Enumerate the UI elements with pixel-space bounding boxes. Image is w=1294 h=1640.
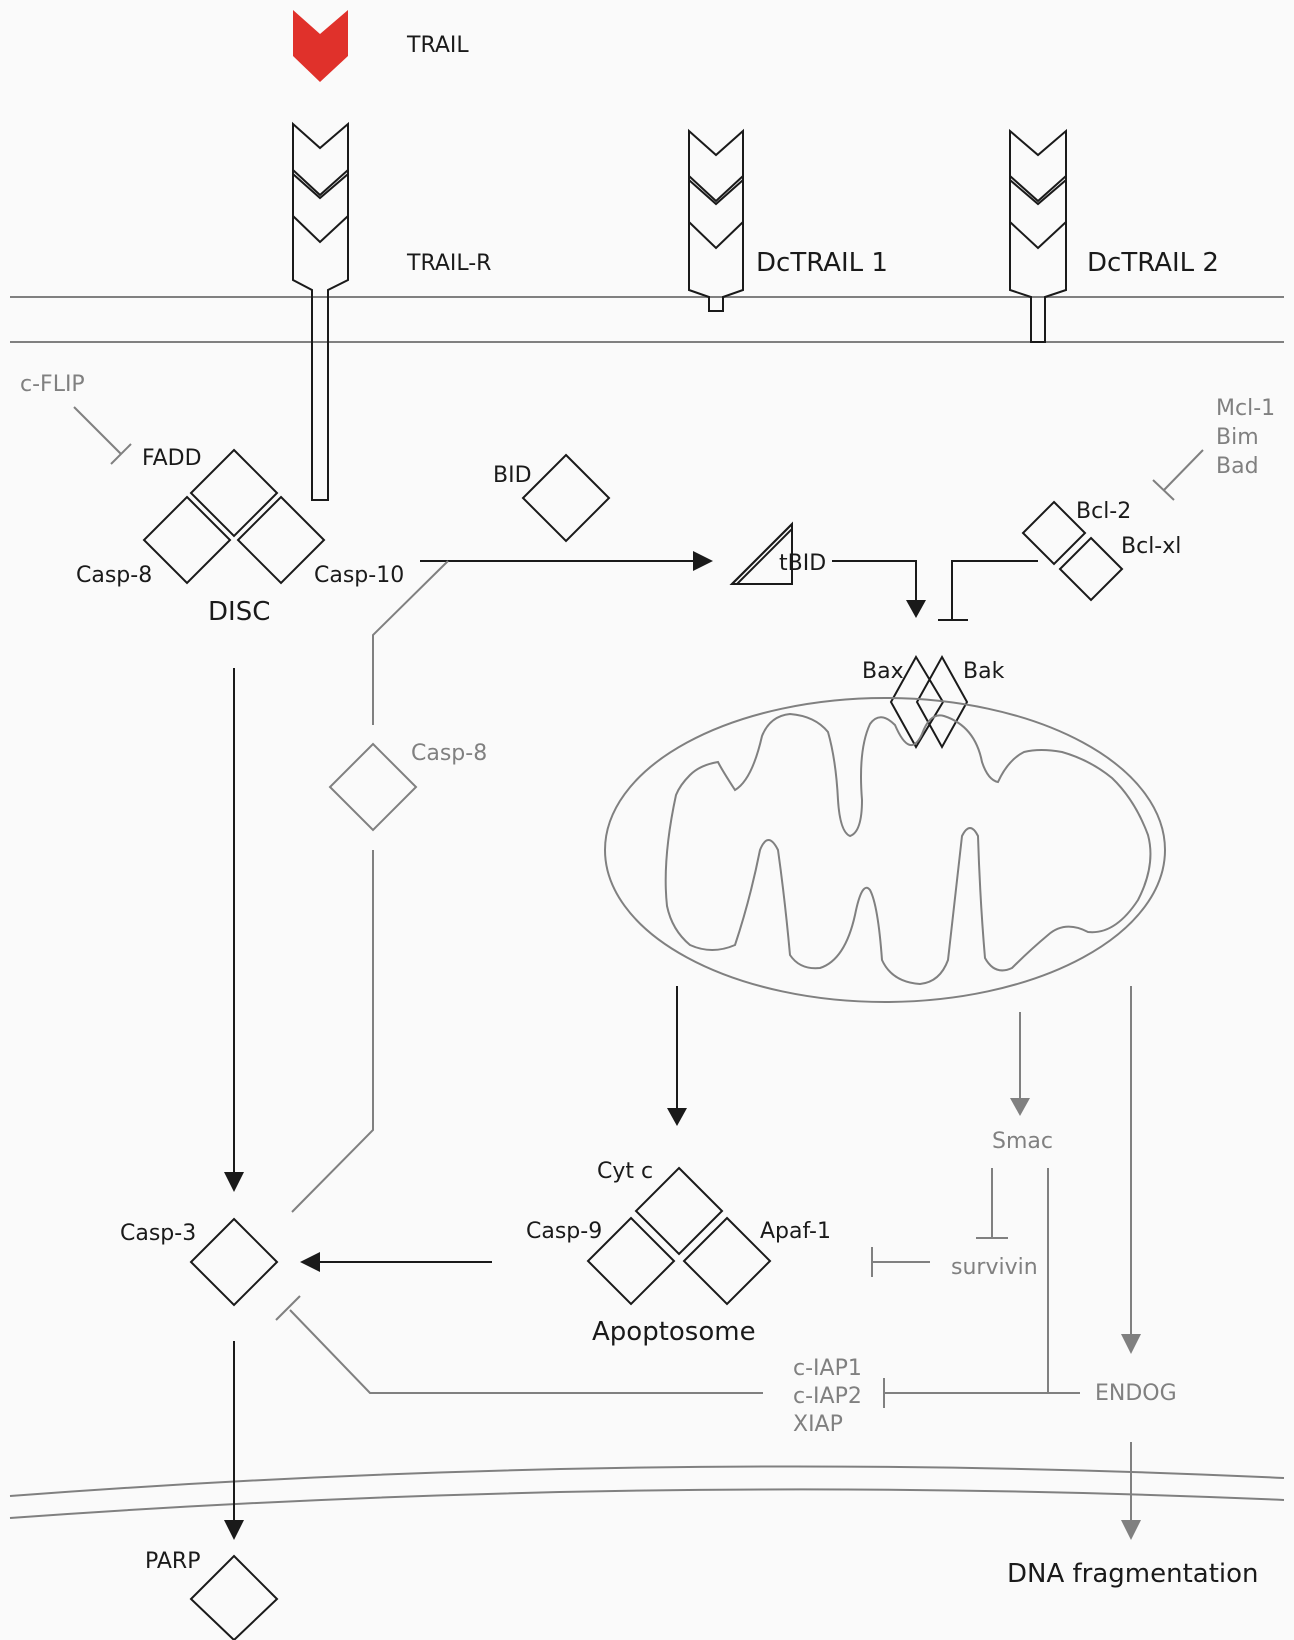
smac-label: Smac [992, 1129, 1053, 1154]
bim-label: Bim [1216, 425, 1259, 450]
trail-r-receptor [293, 124, 348, 500]
trail-r-label: TRAIL-R [406, 251, 491, 276]
cflip-inhibition-line [74, 407, 131, 464]
casp3-label: Casp-3 [120, 1221, 196, 1246]
mcl1-label: Mcl-1 [1216, 396, 1275, 421]
casp3-diamond [191, 1219, 277, 1305]
survivin-label: survivin [951, 1255, 1038, 1280]
bid-diamond [523, 455, 609, 541]
endog-to-dna-arrow [1121, 1442, 1141, 1540]
casp9-label: Casp-9 [526, 1219, 602, 1244]
smac-inhibits-iaps-line [884, 1168, 1080, 1408]
bak-label: Bak [963, 659, 1005, 684]
endog-label: ENDOG [1095, 1381, 1177, 1406]
parp-diamond [191, 1556, 277, 1640]
casp10-diamond [238, 497, 324, 583]
trail-label: TRAIL [406, 33, 469, 58]
mitochondrion-cristae [666, 714, 1151, 984]
fadd-label: FADD [142, 446, 202, 471]
parp-label: PARP [145, 1549, 200, 1574]
casp10-label: Casp-10 [314, 563, 404, 588]
casp8-disc-label: Casp-8 [76, 563, 152, 588]
dctrail2-receptor [1010, 131, 1066, 342]
casp3-to-parp-arrow [224, 1341, 244, 1540]
survivin-inhibits-apoptosome-line [872, 1247, 930, 1277]
apoptosome-complex [588, 1168, 770, 1304]
casp8-to-casp3-line [292, 850, 373, 1212]
mito-to-apoptosome-arrow [667, 986, 687, 1126]
ciap1-label: c-IAP1 [793, 1356, 862, 1381]
apoptosome-label: Apoptosome [592, 1317, 756, 1347]
casp8-disc-diamond [144, 497, 230, 583]
smac-inhibits-survivin-line [976, 1168, 1008, 1238]
bid-label: BID [493, 463, 532, 488]
bad-label: Bad [1216, 454, 1259, 479]
fadd-diamond [191, 450, 277, 536]
tbid-to-bax-arrow [832, 561, 926, 618]
cyt-c-label: Cyt c [597, 1159, 653, 1184]
nuclear-membrane [10, 1466, 1284, 1518]
apaf1-label: Apaf-1 [760, 1219, 831, 1244]
mito-to-endog-arrow [1121, 986, 1141, 1354]
disc-label: DISC [208, 597, 270, 627]
dna-frag-label: DNA fragmentation [1007, 1559, 1259, 1589]
dctrail1-receptor [689, 131, 743, 311]
plasma-membrane [10, 297, 1284, 342]
dctrail1-label: DcTRAIL 1 [756, 248, 888, 278]
cflip-label: c-FLIP [20, 372, 85, 397]
xiap-label: XIAP [793, 1412, 843, 1437]
mitochondrion [605, 698, 1165, 1002]
bcl2-label: Bcl-2 [1076, 499, 1131, 524]
bcl2-inhibition-line [938, 561, 1038, 620]
apaf1-diamond [684, 1218, 770, 1304]
dctrail2-label: DcTRAIL 2 [1087, 248, 1219, 278]
disc-to-casp3-arrow [224, 668, 244, 1192]
casp8-path-label: Casp-8 [411, 741, 487, 766]
casp10-to-tbid-arrow [420, 551, 713, 571]
trail-ligand-shape [293, 10, 348, 82]
mcl1-bim-bad-inhibition-line [1153, 450, 1203, 500]
apoptosome-to-casp3-arrow [300, 1252, 492, 1272]
casp8-path-diamond [330, 744, 416, 830]
bclxl-label: Bcl-xl [1121, 534, 1181, 559]
mito-to-smac-arrow [1010, 1012, 1030, 1116]
ciap2-label: c-IAP2 [793, 1384, 862, 1409]
bax-label: Bax [862, 659, 904, 684]
tbid-label: tBID [779, 551, 826, 576]
